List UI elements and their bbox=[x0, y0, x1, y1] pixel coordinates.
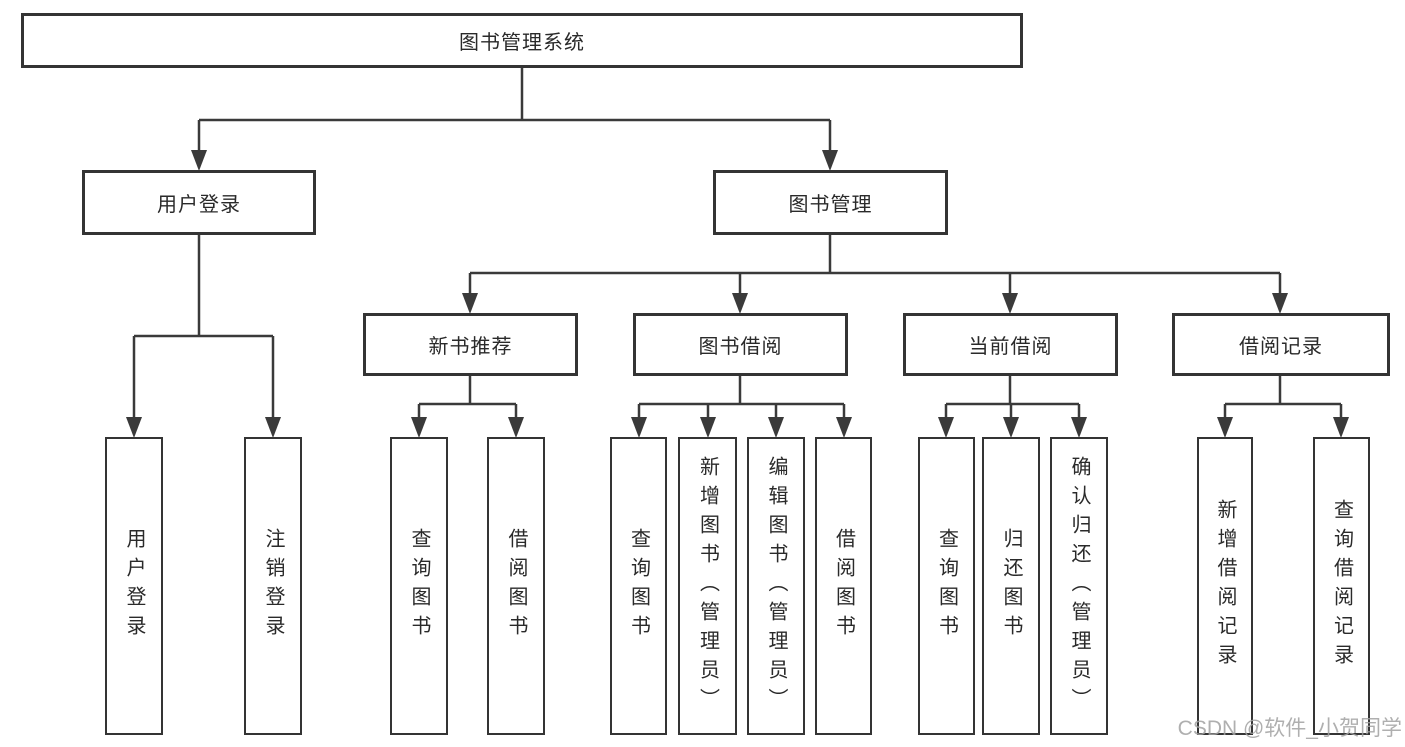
leaf-borrow-edit-book-admin: 编辑图书（管理员） bbox=[747, 437, 805, 735]
leaf-record-query-record-label: 查询借阅记录 bbox=[1330, 499, 1353, 673]
leaf-current-return-book: 归还图书 bbox=[982, 437, 1040, 735]
leaf-user-login: 用户登录 bbox=[105, 437, 163, 735]
leaf-current-confirm-return-admin: 确认归还（管理员） bbox=[1050, 437, 1108, 735]
leaf-current-confirm-return-admin-label: 确认归还（管理员） bbox=[1068, 455, 1090, 717]
node-current-borrow: 当前借阅 bbox=[903, 313, 1118, 376]
node-borrow-record: 借阅记录 bbox=[1172, 313, 1390, 376]
leaf-borrow-add-book-admin-label: 新增图书（管理员） bbox=[696, 455, 719, 717]
node-book-borrow-label: 图书借阅 bbox=[698, 336, 783, 358]
node-book-borrow: 图书借阅 bbox=[633, 313, 848, 376]
connector-root-to-level2 bbox=[191, 68, 838, 171]
leaf-recommend-query-book-label: 查询图书 bbox=[408, 528, 430, 644]
leaf-current-query-book: 查询图书 bbox=[918, 437, 975, 735]
node-new-book-recommend-label: 新书推荐 bbox=[428, 336, 513, 358]
node-borrow-record-label: 借阅记录 bbox=[1239, 336, 1323, 358]
connector-borrow-to-leaves bbox=[631, 376, 852, 438]
leaf-current-query-book-label: 查询图书 bbox=[935, 528, 958, 644]
leaf-recommend-borrow-book-label: 借阅图书 bbox=[505, 528, 527, 644]
leaf-record-add-record-label: 新增借阅记录 bbox=[1214, 499, 1236, 673]
leaf-borrow-edit-book-admin-label: 编辑图书（管理员） bbox=[765, 455, 787, 717]
node-book-management: 图书管理 bbox=[713, 170, 948, 235]
connector-book-mgmt-to-level3 bbox=[462, 235, 1288, 314]
connector-current-to-leaves bbox=[938, 376, 1087, 438]
leaf-record-add-record: 新增借阅记录 bbox=[1197, 437, 1253, 735]
node-new-book-recommend: 新书推荐 bbox=[363, 313, 578, 376]
leaf-borrow-add-book-admin: 新增图书（管理员） bbox=[678, 437, 737, 735]
node-book-management-label: 图书管理 bbox=[788, 194, 873, 216]
leaf-user-login-label: 用户登录 bbox=[123, 528, 145, 644]
leaf-borrow-query-book: 查询图书 bbox=[610, 437, 667, 735]
leaf-current-return-book-label: 归还图书 bbox=[1000, 528, 1022, 644]
leaf-logout: 注销登录 bbox=[244, 437, 302, 735]
node-current-borrow-label: 当前借阅 bbox=[968, 336, 1053, 358]
node-user-login-label: 用户登录 bbox=[157, 194, 241, 216]
connector-recommend-to-leaves bbox=[411, 376, 524, 438]
leaf-recommend-borrow-book: 借阅图书 bbox=[487, 437, 545, 735]
leaf-borrow-borrow-book: 借阅图书 bbox=[815, 437, 872, 735]
watermark: CSDN @软件_小贺同学 bbox=[1177, 717, 1402, 740]
connector-user-login-to-leaves bbox=[126, 235, 281, 438]
connector-record-to-leaves bbox=[1217, 376, 1349, 438]
leaf-borrow-query-book-label: 查询图书 bbox=[627, 528, 650, 644]
leaf-logout-label: 注销登录 bbox=[262, 528, 284, 644]
leaf-record-query-record: 查询借阅记录 bbox=[1313, 437, 1370, 735]
node-library-system: 图书管理系统 bbox=[21, 13, 1023, 68]
node-user-login: 用户登录 bbox=[82, 170, 316, 235]
node-library-system-label: 图书管理系统 bbox=[459, 32, 585, 54]
leaf-borrow-borrow-book-label: 借阅图书 bbox=[832, 528, 855, 644]
leaf-recommend-query-book: 查询图书 bbox=[390, 437, 448, 735]
